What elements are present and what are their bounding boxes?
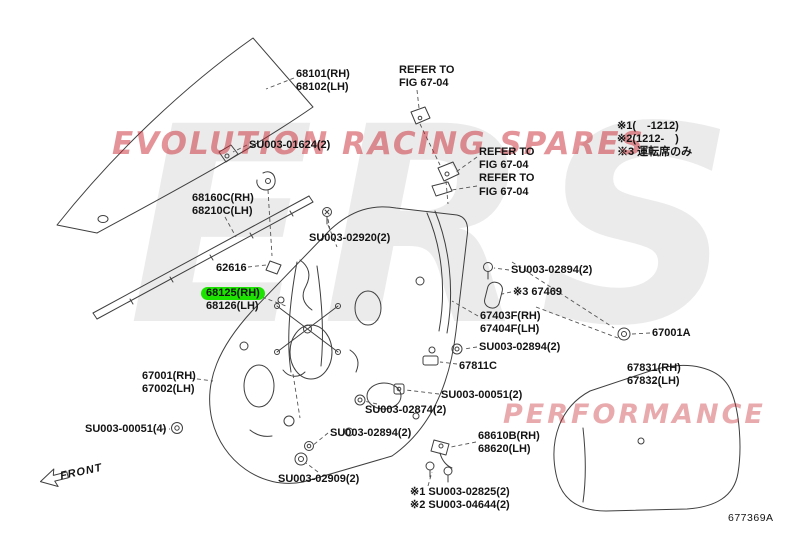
label-su003-00051-4: SU003-00051(4) [85,423,166,436]
label-su003-01624: SU003-01624(2) [249,139,330,152]
note-line: ※1( -1212) [617,120,679,132]
label-67001a: 67001A [652,327,691,340]
part-number-line: 68101(RH) [296,68,350,80]
part-number-line: 67001(RH) [142,370,196,382]
clip-62616-drawing [265,260,282,275]
label-su003-02874: SU003-02874(2) [365,404,446,417]
part-number-line: 68102(LH) [296,81,349,94]
cushion-67469-drawing [484,281,503,309]
label-su003-02920: SU003-02920(2) [309,232,390,245]
door-inner-panel-drawing [209,206,469,484]
part-number-line: 68210C(LH) [192,205,253,218]
note-line: ※3 運転席のみ [617,146,693,159]
refer-note-line: REFER TO [479,172,535,185]
refer-note-line: REFER TO [479,146,535,158]
refer-note-line: FIG 67-04 [479,185,529,198]
label-su003-02894-a: SU003-02894(2) [511,264,592,277]
screw-02920-drawing [322,207,332,225]
part-number-line: 62616 [216,262,247,274]
note-line: ※1 SU003-02825(2) [410,486,510,498]
part-number-line: 68620(LH) [478,443,531,456]
label-door-check: 68610B(RH) 68620(LH) [478,430,540,456]
label-su003-02894-b: SU003-02894(2) [479,341,560,354]
door-outer-panel-drawing [553,364,741,512]
window-regulator-drawing [274,261,341,377]
part-number-line: SU003-00051(4) [85,423,167,435]
glass-bracket-drawings [218,144,276,191]
drawing-number: 677369A [728,512,774,525]
label-regulator: 68125(RH) 68126(LH) [201,287,265,313]
label-glass: 68101(RH) 68102(LH) [296,68,350,94]
part-number-line: 67001A [652,327,691,339]
refer-note-line: FIG 67-04 [399,77,449,90]
part-number-line: 67404F(LH) [480,323,540,336]
front-arrow-icon [39,468,69,487]
watermark-brand-text: EVOLUTION RACING SPARES [112,126,645,162]
refer-hinge-drawings [431,161,460,197]
label-su003-02909: SU003-02909(2) [278,473,359,486]
label-su003-00051-2: SU003-00051(2) [441,389,522,402]
door-check-drawing [430,439,453,469]
label-refer-fig-top: REFER TO FIG 67-04 [399,64,454,90]
highlighted-part-number: 68125(RH) [201,287,265,301]
notes-top-right: ※1( -1212) ※2(1212- ) ※3 運転席のみ [617,120,692,160]
part-number-line: SU003-02894(2) [511,264,593,276]
door-glass-drawing [56,37,314,234]
part-number-line: SU003-01624(2) [249,139,331,151]
label-67811c: 67811C [459,360,497,373]
part-number-line: 68126(LH) [206,300,259,313]
refer-note-line: REFER TO [399,64,455,76]
label-belt-molding: 68160C(RH) 68210C(LH) [192,192,254,218]
part-number-line: 68610B(RH) [478,430,540,442]
part-number-line: SU003-02874(2) [365,404,447,416]
run-channel-drawing [426,210,452,334]
refer-note-line: FIG 67-04 [479,159,529,172]
part-number-line: 67832(LH) [627,375,680,388]
bottom-bolt-drawings [425,461,453,483]
label-door-inner: 67001(RH) 67002(LH) [142,370,196,396]
watermark-performance-text: PERFORMANCE [503,399,766,430]
part-number-line: SU003-02894(2) [479,341,561,353]
part-number-line: ※3 67469 [513,286,562,298]
note-line: ※2(1212- ) [617,133,679,146]
label-62616: 62616 [216,262,247,275]
label-67469: ※3 67469 [513,286,562,299]
leader-lines [162,77,664,487]
part-number-line: 67002(LH) [142,383,195,396]
part-number-line: SU003-02920(2) [309,232,391,244]
part-number-line: 67811C [459,360,497,372]
label-door-outer: 67831(RH) 67832(LH) [627,362,681,388]
label-su003-02894-c: SU003-02894(2) [330,427,411,440]
watermark-ers-text: ERS [128,70,744,386]
note-line: ※2 SU003-04644(2) [410,499,510,512]
fastener-drawings [171,262,631,466]
label-refer-fig-mid: REFER TO FIG 67-04 REFER TO FIG 67-04 [479,146,534,199]
refer-bracket-top-drawing [410,106,431,125]
label-run-channel: 67403F(RH) 67404F(LH) [480,310,541,336]
part-number-line: 67831(RH) [627,362,681,374]
part-number-line: SU003-02909(2) [278,473,360,485]
part-number-line: 68160C(RH) [192,192,254,204]
belt-molding-drawing [92,195,314,320]
part-number-line: 67403F(RH) [480,310,541,322]
drawing-number-text: 677369A [728,512,774,524]
part-number-line: SU003-00051(2) [441,389,523,401]
part-number-line: SU003-02894(2) [330,427,412,439]
bottom-notes: ※1 SU003-02825(2) ※2 SU003-04644(2) [410,486,510,512]
